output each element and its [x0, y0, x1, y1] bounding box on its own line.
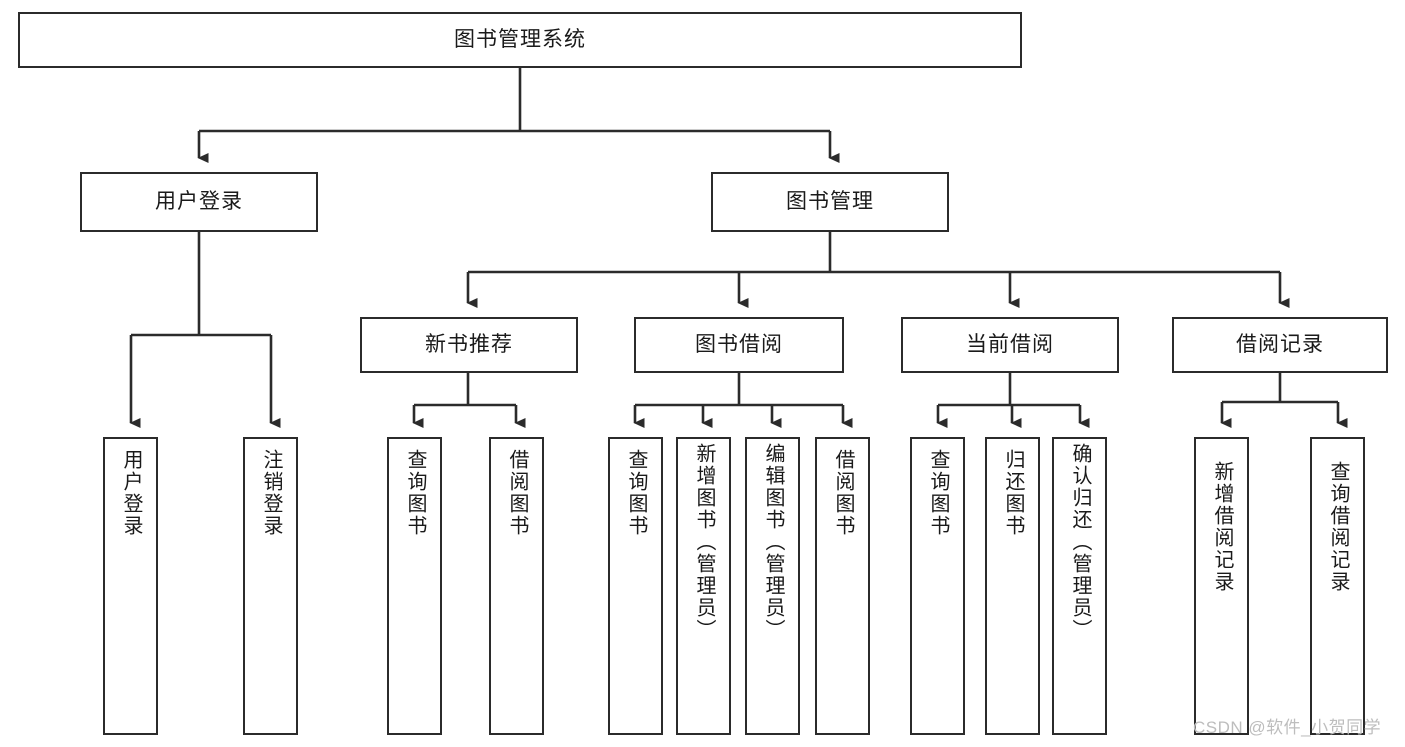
- node-bb-query-book-label: 查询图书: [625, 449, 647, 537]
- node-bb-query-book[interactable]: 查询图书: [608, 437, 663, 735]
- csdn-watermark: CSDN @软件_小贺同学: [1193, 718, 1382, 737]
- node-cb-confirm-return[interactable]: 确认归还（管理员）: [1052, 437, 1107, 735]
- node-br-query-record-label: 查询借阅记录: [1327, 461, 1349, 593]
- connector-root-to-level2: [197, 68, 840, 163]
- node-new-book-recommend[interactable]: 新书推荐: [360, 317, 578, 373]
- node-bb-borrow-book-label: 借阅图书: [832, 449, 854, 537]
- node-br-query-record[interactable]: 查询借阅记录: [1310, 437, 1365, 735]
- node-borrow-record-label: 借阅记录: [1236, 333, 1324, 357]
- node-book-management[interactable]: 图书管理: [711, 172, 949, 232]
- connector-borrowrecord-to-leaves: [1220, 373, 1348, 428]
- connector-currentborrow-to-leaves: [936, 373, 1090, 428]
- connector-userlogin-to-leaves: [129, 232, 281, 428]
- node-user-login-do-label: 用户登录: [120, 449, 142, 537]
- node-br-add-record[interactable]: 新增借阅记录: [1194, 437, 1249, 735]
- connector-bookmgmt-to-level3: [466, 232, 1290, 308]
- node-cb-confirm-return-label: 确认归还（管理员）: [1069, 443, 1091, 641]
- node-bb-borrow-book[interactable]: 借阅图书: [815, 437, 870, 735]
- node-book-management-label: 图书管理: [786, 190, 874, 214]
- node-cb-query-book-label: 查询图书: [927, 449, 949, 537]
- node-current-borrow-label: 当前借阅: [966, 333, 1054, 357]
- node-user-login-do[interactable]: 用户登录: [103, 437, 158, 735]
- node-bb-edit-book[interactable]: 编辑图书（管理员）: [745, 437, 800, 735]
- node-nbr-query-book[interactable]: 查询图书: [387, 437, 442, 735]
- node-book-borrow[interactable]: 图书借阅: [634, 317, 844, 373]
- node-root-label: 图书管理系统: [454, 28, 586, 52]
- node-new-book-recommend-label: 新书推荐: [425, 333, 513, 357]
- node-cb-return-book[interactable]: 归还图书: [985, 437, 1040, 735]
- node-current-borrow[interactable]: 当前借阅: [901, 317, 1119, 373]
- node-nbr-borrow-book-label: 借阅图书: [506, 449, 528, 537]
- node-bb-add-book[interactable]: 新增图书（管理员）: [676, 437, 731, 735]
- node-bb-edit-book-label: 编辑图书（管理员）: [762, 443, 784, 641]
- node-bb-add-book-label: 新增图书（管理员）: [693, 443, 715, 641]
- node-borrow-record[interactable]: 借阅记录: [1172, 317, 1388, 373]
- connector-newbook-to-leaves: [412, 373, 526, 428]
- node-user-logout-label: 注销登录: [260, 449, 282, 537]
- node-nbr-borrow-book[interactable]: 借阅图书: [489, 437, 544, 735]
- node-nbr-query-book-label: 查询图书: [404, 449, 426, 537]
- node-cb-return-book-label: 归还图书: [1002, 449, 1024, 537]
- node-book-borrow-label: 图书借阅: [695, 333, 783, 357]
- node-cb-query-book[interactable]: 查询图书: [910, 437, 965, 735]
- node-user-login-label: 用户登录: [155, 190, 243, 214]
- node-root[interactable]: 图书管理系统: [18, 12, 1022, 68]
- connector-bookborrow-to-leaves: [633, 373, 853, 428]
- node-br-add-record-label: 新增借阅记录: [1211, 461, 1233, 593]
- node-user-logout[interactable]: 注销登录: [243, 437, 298, 735]
- node-user-login[interactable]: 用户登录: [80, 172, 318, 232]
